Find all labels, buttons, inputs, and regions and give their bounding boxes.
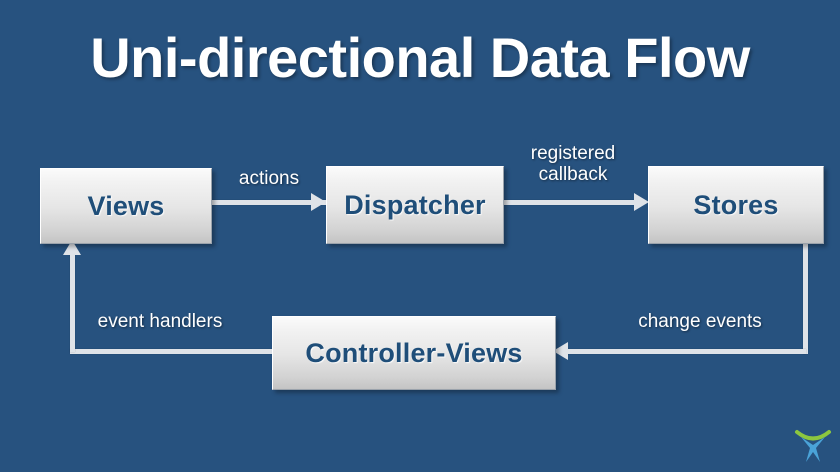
connector-views-to-dispatcher [212,200,326,205]
edge-label-event-handlers: event handlers [97,311,223,332]
node-dispatcher[interactable]: Dispatcher [326,166,504,244]
connector-stores-to-controller [566,349,806,354]
connector-left-up-to-views [70,250,75,352]
connector-stores-down [803,244,808,354]
connector-controller-to-left [70,349,274,354]
node-stores-label: Stores [693,189,779,220]
node-controller-views-label: Controller-Views [305,337,523,368]
arrowhead-left-icon [553,342,568,360]
node-controller-views[interactable]: Controller-Views [272,316,556,390]
node-stores[interactable]: Stores [648,166,824,244]
company-logo-icon [795,430,831,462]
edge-label-change-events: change events [638,311,762,332]
edge-label-actions: actions [238,168,300,189]
connector-dispatcher-to-stores [504,200,642,205]
page-title: Uni-directional Data Flow [90,26,750,89]
edge-label-registered-callback: registered callback [530,143,616,186]
node-views-label: Views [87,190,165,221]
arrowhead-right-icon [311,193,326,211]
node-dispatcher-label: Dispatcher [344,189,486,220]
arrowhead-right-icon [634,193,649,211]
node-views[interactable]: Views [40,168,212,244]
